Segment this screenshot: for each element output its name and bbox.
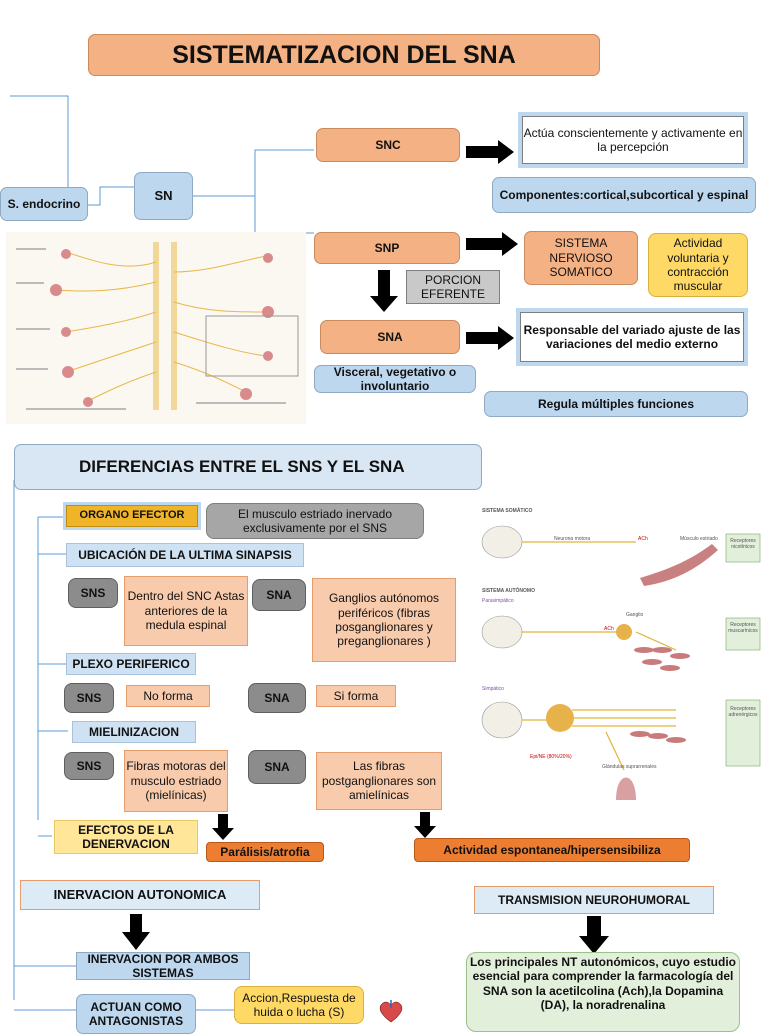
autonomo-label: SISTEMA AUTÓNOMO [482,588,535,594]
ach-label-1: ACh [638,536,648,542]
ubicacion-label: UBICACIÓN DE LA ULTIMA SINAPSIS [66,543,304,567]
arrow-down-porcion [370,270,398,312]
somatico-label: SISTEMA SOMÁTICO [482,508,533,514]
ubicacion-sna: Ganglios autónomos periféricos (fibras p… [312,578,456,662]
inervacion-ambos-box: INERVACION POR AMBOS SISTEMAS [76,952,250,980]
receptores-muscarinicos-label: Receptores muscarínicos [728,622,758,634]
mielinizacion-label: MIELINIZACION [72,721,196,743]
accion-box: Accion,Respuesta de huida o lucha (S) [234,986,364,1024]
receptores-adrenergicos-label: Receptores adrenérgicos [728,706,758,718]
transmision-neurohumoral-box: TRANSMISION NEUROHUMORAL [474,886,714,914]
nervous-system-illustration [6,232,306,424]
arrow-down-paralisis [212,814,234,840]
endocrino-box: S. endocrino [0,187,88,221]
parasimpatico-label: Parasimpático [482,598,514,604]
snc-box: SNC [316,128,460,162]
sns-ubicacion-tag: SNS [68,578,118,608]
organo-efector-desc: El musculo estriado inervado exclusivame… [206,503,424,539]
sistema-somatico-box: SISTEMA NERVIOSO SOMATICO [524,231,638,285]
sna-miel-tag: SNA [248,750,306,784]
page-title: SISTEMATIZACION DEL SNA [88,34,600,76]
visceral-box: Visceral, vegetativo o involuntario [314,365,476,393]
ach-label-2: ACh [604,626,614,632]
plexo-label: PLEXO PERIFERICO [66,653,196,675]
plexo-sns: No forma [126,685,210,707]
actuan-antagonistas-box: ACTUAN COMO ANTAGONISTAS [76,994,196,1034]
actividad-espontanea-box: Actividad espontanea/hipersensibiliza [414,838,690,862]
musculo-estriado-label: Músculo estriado [680,536,718,542]
inervacion-autonomica-box: INERVACION AUTONOMICA [20,880,260,910]
paralisis-box: Parálisis/atrofia [206,842,324,862]
efectos-label: EFECTOS DE LA DENERVACION [54,820,198,854]
snc-description: Actúa conscientemente y activamente en l… [518,112,748,168]
receptores-nicotinicos-label: Receptores nicotínicos [730,538,756,550]
sna-plexo-tag: SNA [248,683,306,713]
sna-description: Responsable del variado ajuste de las va… [516,308,748,366]
neurona-motora-label: Neurona motora [554,536,591,542]
arrow-down-actividad [414,812,436,838]
porcion-eferente-box: PORCION EFERENTE [406,270,500,304]
arrow-right-snp [466,232,518,256]
mielinizacion-sns: Fibras motoras del musculo estriado (mie… [124,750,228,812]
arrow-right-snc [466,140,514,164]
sns-miel-tag: SNS [64,752,114,780]
plexo-sna: Si forma [316,685,396,707]
arrow-down-inervacion [122,914,150,950]
arrow-down-transmision [579,916,609,954]
sns-plexo-tag: SNS [64,683,114,713]
snc-componentes: Componentes:cortical,subcortical y espin… [492,177,756,213]
principales-nt-box: Los principales NT autonómicos, cuyo est… [466,952,740,1032]
diferencias-title: DIFERENCIAS ENTRE EL SNS Y EL SNA [14,444,482,490]
simpatico-label: Simpático [482,686,504,692]
ubicacion-sns: Dentro del SNC Astas anteriores de la me… [124,576,248,646]
sna-ubicacion-tag: SNA [252,579,306,611]
arrow-right-sna [466,326,514,350]
regula-box: Regula múltiples funciones [484,391,748,417]
pathway-drawing: ACh ACh [481,525,761,800]
organo-efector-label: ORGANO EFECTOR [63,502,201,530]
glandulas-label: Glándulas suprarrenales [602,764,657,770]
sn-box: SN [134,172,193,220]
mielinizacion-sna: Las fibras postganglionares son amielíni… [316,752,442,810]
ganglio-label: Ganglio [626,612,644,618]
somatic-autonomic-figure: SISTEMA SOMÁTICO SISTEMA AUTÓNOMO Parasi… [476,500,762,830]
nervous-system-drawing [16,242,299,410]
heart-icon [379,1000,403,1023]
snp-box: SNP [314,232,460,264]
sna-box: SNA [320,320,460,354]
epi-ne-label: Epi/NE (80%/20%) [530,754,572,760]
actividad-voluntaria-box: Actividad voluntaria y contracción muscu… [648,233,748,297]
